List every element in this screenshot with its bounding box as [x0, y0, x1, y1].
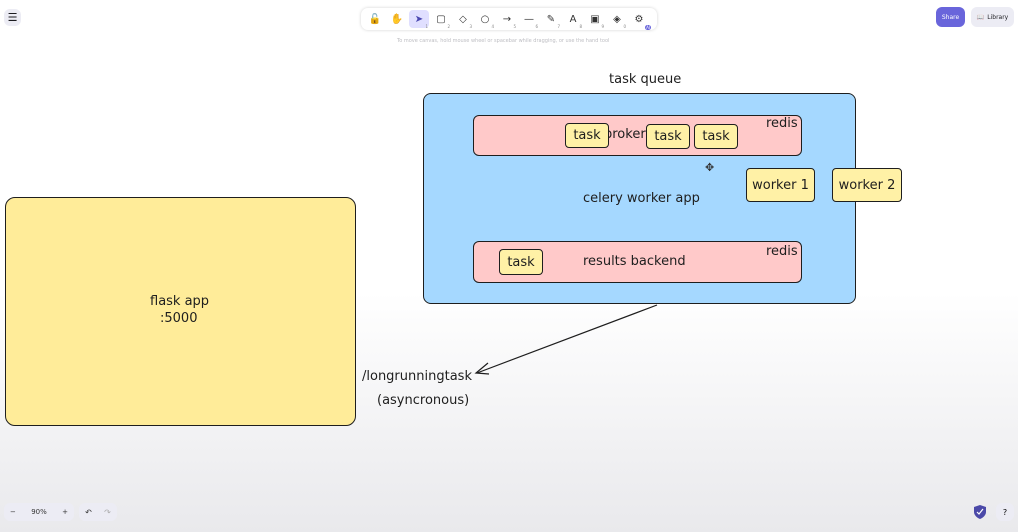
results-task[interactable]: task [499, 249, 543, 275]
broker-task-2[interactable]: task [646, 124, 690, 149]
broker-task-3[interactable]: task [694, 124, 738, 149]
tool-line[interactable]: —6 [519, 10, 539, 30]
move-cursor-icon: ✥ [705, 161, 715, 174]
tool-shortcut: 5 [513, 24, 516, 29]
library-button[interactable]: 📖 Library [971, 7, 1014, 27]
zoom-out-button[interactable]: − [10, 508, 16, 516]
worker-2-box[interactable]: worker 2 [832, 168, 902, 202]
selection-icon: ➤ [414, 13, 424, 25]
help-icon: ? [1002, 507, 1008, 517]
endpoint-note-label: (asyncronous) [377, 393, 470, 408]
tool-selection[interactable]: ➤1 [409, 10, 429, 29]
tool-shortcut: 0 [623, 24, 626, 29]
library-label: Library [987, 13, 1009, 21]
broker-redis-label: redis [766, 116, 798, 131]
tool-shortcut: 1 [425, 24, 428, 29]
results-redis-label: redis [766, 244, 798, 259]
pencil-icon: ✎ [546, 13, 556, 25]
image-icon: ▣ [590, 13, 600, 25]
main-menu-button[interactable]: ☰ [4, 9, 21, 26]
tool-shortcut: 3 [469, 24, 472, 29]
hamburger-icon: ☰ [7, 11, 18, 24]
tool-shortcut: 7 [557, 24, 560, 29]
tool-arrow[interactable]: →5 [497, 10, 517, 30]
tool-ellipse[interactable]: ○4 [475, 10, 495, 30]
tool-hand[interactable]: ✋ [387, 10, 407, 28]
redo-button[interactable]: ↷ [104, 507, 111, 517]
tool-image[interactable]: ▣9 [585, 10, 605, 30]
eraser-icon: ◈ [613, 13, 621, 25]
tool-diamond[interactable]: ◇3 [453, 10, 473, 30]
tool-shortcut: 4 [491, 24, 494, 29]
tool-shortcut: 9 [601, 24, 604, 29]
zoom-level[interactable]: 90% [31, 508, 47, 516]
broker-task-1[interactable]: task [565, 123, 609, 148]
canvas-hint: To move canvas, hold mouse wheel or spac… [397, 38, 610, 44]
flask-app-label: flask app [150, 294, 210, 309]
endpoint-label: /longrunningtask [362, 369, 472, 384]
shield-icon[interactable] [974, 505, 986, 519]
extra-tools-icon: ⚙ [634, 13, 644, 25]
tool-pencil[interactable]: ✎7 [541, 10, 561, 30]
tool-eraser[interactable]: ◈0 [607, 10, 627, 30]
undo-button[interactable]: ↶ [85, 507, 92, 517]
ellipse-icon: ○ [480, 13, 490, 25]
celery-worker-app-label: celery worker app [583, 191, 700, 206]
help-button[interactable]: ? [996, 503, 1014, 521]
tool-lock[interactable]: 🔓 [365, 10, 385, 28]
results-backend-label: results backend [583, 254, 686, 269]
tool-shortcut: 8 [579, 24, 582, 29]
zoom-controls: − 90% + [4, 503, 74, 521]
zoom-in-button[interactable]: + [62, 508, 68, 516]
broker-box[interactable] [473, 115, 802, 156]
share-button[interactable]: Share [936, 7, 965, 27]
rectangle-icon: ▢ [436, 13, 446, 25]
text-icon: A [569, 13, 577, 25]
flask-app-box[interactable] [5, 197, 356, 426]
tool-rectangle[interactable]: ▢2 [431, 10, 451, 30]
lock-icon: 🔓 [368, 13, 382, 25]
broker-label: broker [604, 127, 646, 142]
diamond-icon: ◇ [459, 13, 467, 25]
tool-shortcut: 2 [447, 24, 450, 29]
hand-icon: ✋ [390, 13, 404, 25]
flask-port-label: :5000 [160, 311, 198, 326]
ai-badge: AI [645, 25, 651, 30]
arrow-icon: → [502, 13, 512, 25]
task-queue-title: task queue [609, 72, 682, 87]
undo-redo-controls: ↶ ↷ [79, 503, 117, 521]
worker-1-box[interactable]: worker 1 [746, 168, 815, 202]
library-icon: 📖 [976, 13, 985, 21]
tool-extra-tools[interactable]: ⚙AI [629, 10, 651, 30]
tool-shortcut: 6 [535, 24, 538, 29]
line-icon: — [524, 13, 534, 25]
